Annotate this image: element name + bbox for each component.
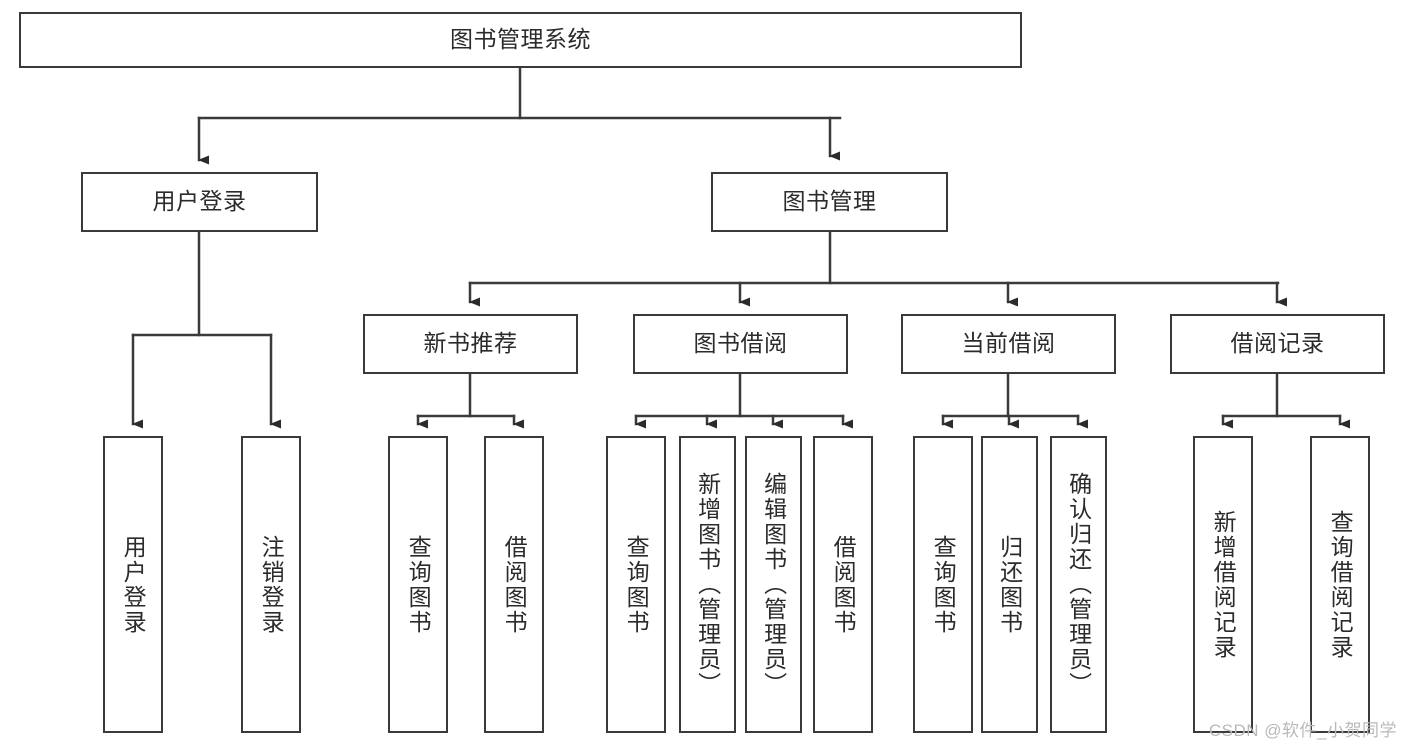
node-leaf-borrow-book-1-label: 借阅图书 [501,534,528,635]
node-book-borrow-label: 图书借阅 [693,330,788,357]
node-leaf-query-book-2-label: 查询图书 [623,534,650,635]
node-root-label: 图书管理系统 [450,26,591,53]
node-new-book-recommend-label: 新书推荐 [423,330,518,357]
node-leaf-query-book-3-label: 查询图书 [930,534,957,635]
node-root[interactable]: 图书管理系统 [19,12,1022,68]
node-borrow-record[interactable]: 借阅记录 [1170,314,1385,374]
node-leaf-user-logout[interactable]: 注销登录 [241,436,301,733]
node-leaf-user-login[interactable]: 用户登录 [103,436,163,733]
node-leaf-query-borrow-record-label: 查询借阅记录 [1327,509,1354,660]
node-leaf-borrow-book-2-label: 借阅图书 [830,534,857,635]
node-user-login-label: 用户登录 [152,188,247,215]
watermark-text: CSDN @软件_小贺同学 [1208,721,1397,740]
node-current-borrow-label: 当前借阅 [961,330,1056,357]
node-leaf-return-book[interactable]: 归还图书 [981,436,1038,733]
node-user-login[interactable]: 用户登录 [81,172,318,232]
node-leaf-query-borrow-record[interactable]: 查询借阅记录 [1310,436,1370,733]
node-current-borrow[interactable]: 当前借阅 [901,314,1116,374]
node-leaf-borrow-book-1[interactable]: 借阅图书 [484,436,544,733]
node-leaf-add-book[interactable]: 新增图书（管理员） [679,436,736,733]
node-leaf-confirm-return[interactable]: 确认归还（管理员） [1050,436,1107,733]
node-leaf-query-book-3[interactable]: 查询图书 [913,436,973,733]
node-leaf-user-login-label: 用户登录 [120,534,147,635]
node-leaf-confirm-return-label: 确认归还（管理员） [1065,472,1092,697]
node-leaf-query-book-2[interactable]: 查询图书 [606,436,666,733]
node-leaf-edit-book[interactable]: 编辑图书（管理员） [745,436,802,733]
node-new-book-recommend[interactable]: 新书推荐 [363,314,578,374]
node-leaf-add-borrow-record[interactable]: 新增借阅记录 [1193,436,1253,733]
node-book-borrow[interactable]: 图书借阅 [633,314,848,374]
node-book-management-label: 图书管理 [782,188,877,215]
node-leaf-add-book-label: 新增图书（管理员） [694,472,721,697]
node-leaf-add-borrow-record-label: 新增借阅记录 [1210,509,1237,660]
node-leaf-user-logout-label: 注销登录 [258,534,285,635]
node-leaf-borrow-book-2[interactable]: 借阅图书 [813,436,873,733]
node-leaf-query-book-1[interactable]: 查询图书 [388,436,448,733]
node-leaf-return-book-label: 归还图书 [996,534,1023,635]
node-leaf-edit-book-label: 编辑图书（管理员） [760,472,787,697]
node-book-management[interactable]: 图书管理 [711,172,948,232]
node-borrow-record-label: 借阅记录 [1230,330,1325,357]
node-leaf-query-book-1-label: 查询图书 [405,534,432,635]
